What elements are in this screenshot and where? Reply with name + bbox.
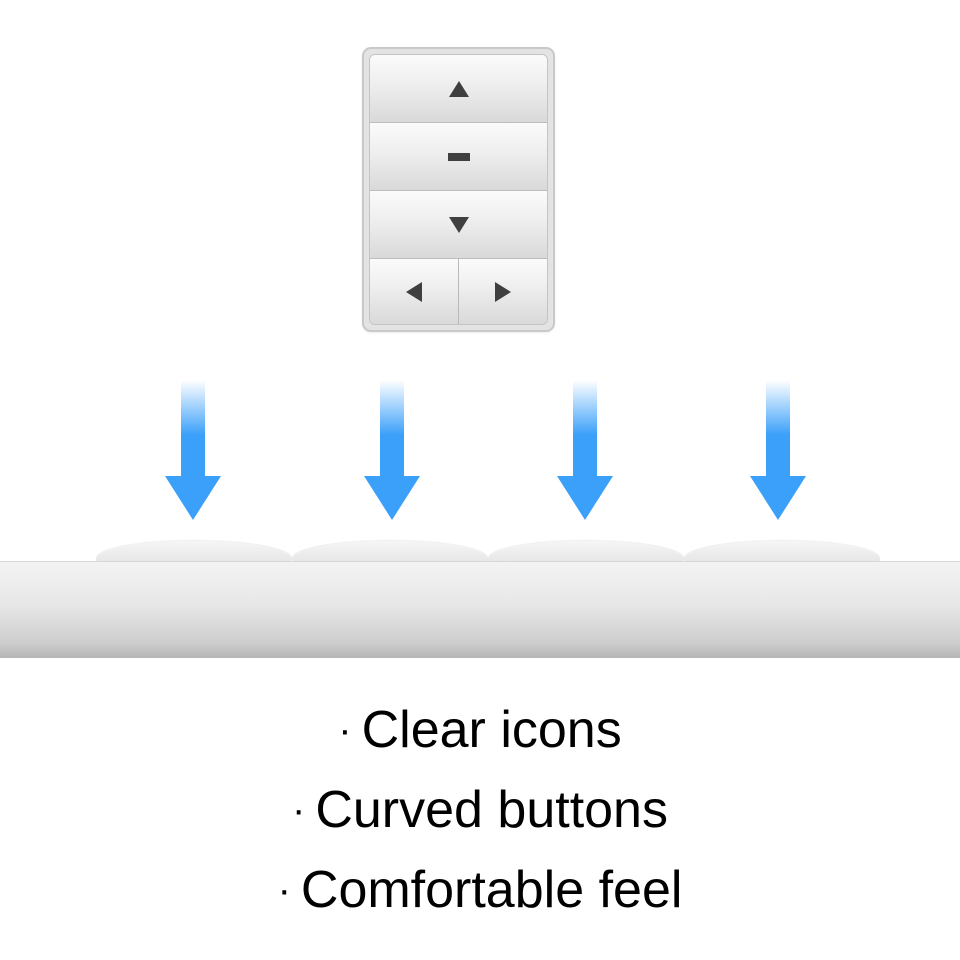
feature-text: Clear icons [361, 701, 622, 759]
right-triangle-icon [494, 281, 511, 302]
arrow-head [557, 476, 613, 520]
feature-text: Comfortable feel [300, 861, 683, 919]
arrow-shaft [573, 380, 597, 480]
left-button[interactable] [370, 259, 459, 324]
arrow-shaft [380, 380, 404, 480]
down-arrow-icon [165, 380, 221, 522]
minus-icon [447, 152, 470, 161]
down-button[interactable] [370, 191, 547, 259]
arrow-head [364, 476, 420, 520]
arrow-shaft [766, 380, 790, 480]
down-triangle-icon [448, 216, 469, 233]
down-arrow-icon [557, 380, 613, 522]
feature-item: ·Curved buttons [0, 770, 960, 850]
feature-text: Curved buttons [315, 781, 668, 839]
down-arrow-icon [364, 380, 420, 522]
arrow-shaft [181, 380, 205, 480]
bullet-dot: · [292, 788, 306, 832]
feature-item: ·Comfortable feel [0, 850, 960, 930]
remote-keypad-face [369, 54, 548, 325]
bullet-dot: · [338, 708, 352, 752]
remote-keypad [362, 47, 555, 332]
stop-button[interactable] [370, 123, 547, 191]
left-triangle-icon [405, 281, 422, 302]
arrow-head [750, 476, 806, 520]
up-triangle-icon [448, 80, 469, 97]
button-panel-side-view [0, 561, 960, 658]
up-button[interactable] [370, 55, 547, 123]
down-arrow-icon [750, 380, 806, 522]
feature-item: ·Clear icons [0, 690, 960, 770]
arrow-head [165, 476, 221, 520]
feature-list: ·Clear icons ·Curved buttons ·Comfortabl… [0, 690, 960, 930]
right-button[interactable] [458, 259, 547, 324]
bullet-dot: · [277, 868, 291, 912]
